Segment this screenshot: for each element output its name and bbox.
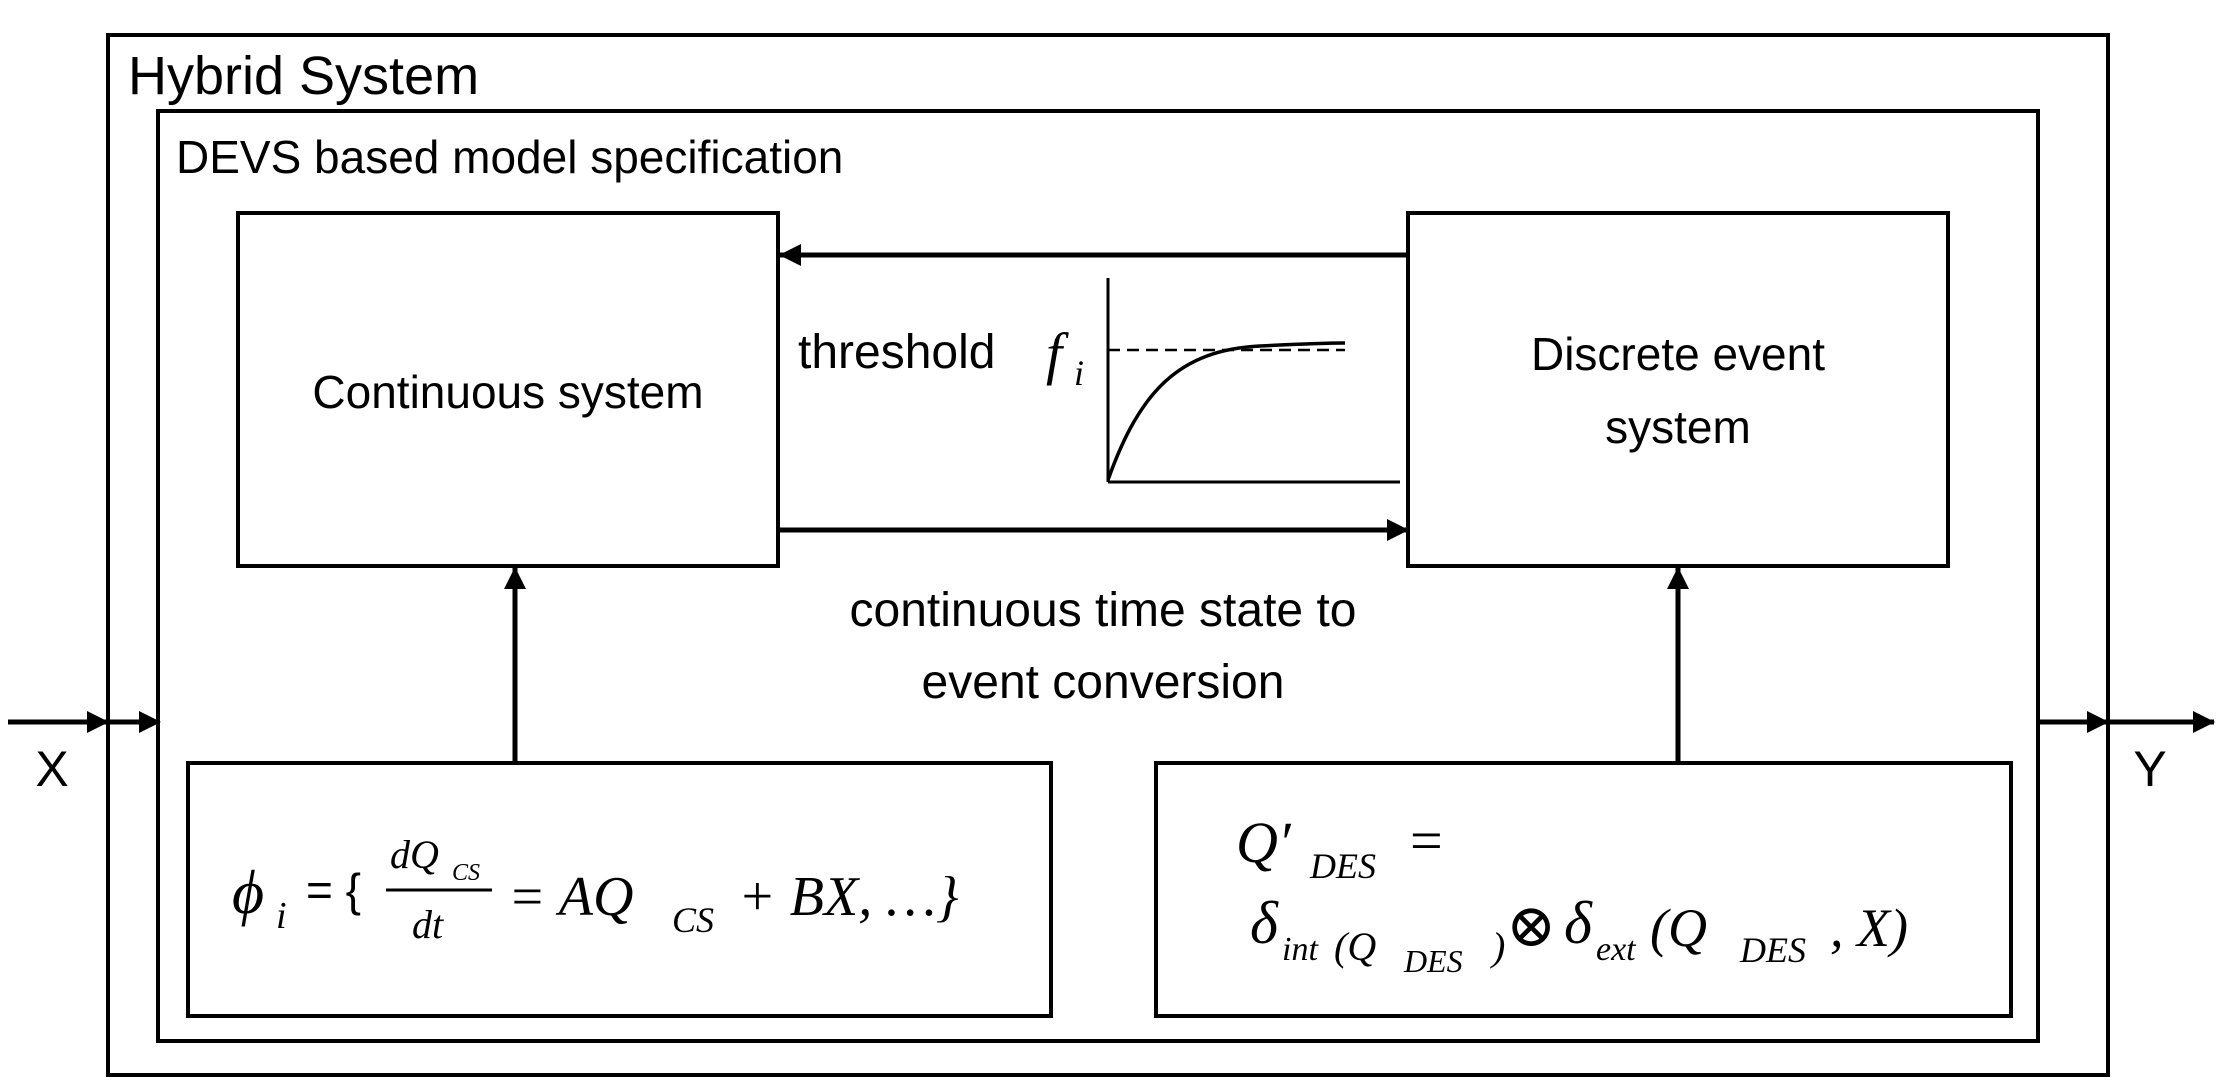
- discrete-equation-box: [1154, 761, 2013, 1018]
- delta-ext-arg-open: (Q: [1650, 898, 1707, 958]
- discrete-event-label-line1: Discrete event: [1531, 328, 1825, 380]
- rhs-term1-sub: CS: [672, 900, 714, 940]
- discrete-event-system-box: [1406, 211, 1950, 568]
- conversion-label-line1: continuous time state to: [850, 584, 1357, 637]
- continuous-system-label: Continuous system: [312, 366, 703, 418]
- input-label: X: [35, 741, 68, 797]
- hybrid-system-box: [106, 33, 2110, 1077]
- discrete-equation: Q′ DES = δ int (Q DES ) ⊗ δ ext (Q DES ,…: [1236, 808, 1908, 979]
- continuous-equation: ϕ i = { dQ CS dt = AQ CS + BX, …}: [232, 832, 958, 947]
- delta-int-sub: int: [1282, 931, 1319, 968]
- delta-ext: δ: [1564, 890, 1593, 956]
- frac-numerator: dQ: [390, 832, 439, 877]
- devs-spec-title: DEVS based model specification: [176, 131, 843, 183]
- delta-ext-arg-sub: DES: [1739, 930, 1806, 970]
- rhs-term2: + BX, …}: [738, 866, 958, 928]
- delta-int-arg-sub: DES: [1403, 943, 1463, 979]
- devs-spec-box: [156, 109, 2040, 1043]
- rhs-term1: = AQ: [508, 866, 633, 928]
- otimes-operator: ⊗: [1506, 893, 1556, 959]
- discrete-event-label-line2: system: [1605, 401, 1751, 453]
- q-prime-equals: =: [1410, 808, 1443, 873]
- conversion-label-line2: event conversion: [922, 656, 1285, 709]
- hybrid-system-title: Hybrid System: [128, 46, 479, 106]
- saturation-curve: [1106, 341, 1346, 481]
- delta-ext-sub: ext: [1596, 931, 1637, 968]
- frac-denominator: dt: [412, 902, 444, 947]
- delta-int-arg-open: (Q: [1334, 924, 1376, 969]
- q-prime: Q′: [1236, 810, 1292, 875]
- threshold-label: threshold: [798, 326, 995, 379]
- continuous-system-box: [236, 211, 780, 568]
- delta-int: δ: [1250, 890, 1279, 956]
- delta-ext-arg-close: , X): [1830, 898, 1908, 958]
- frac-numerator-sub: CS: [452, 860, 480, 886]
- phi-symbol: ϕ: [232, 859, 264, 927]
- threshold-subscript: i: [1074, 353, 1084, 393]
- output-label: Y: [2133, 741, 2166, 797]
- q-prime-sub: DES: [1309, 846, 1376, 886]
- delta-int-arg-close: ): [1490, 924, 1505, 969]
- equals-brace: = {: [306, 864, 361, 916]
- threshold-curve-plot: [1106, 278, 1400, 484]
- continuous-equation-box: [186, 761, 1053, 1018]
- threshold-symbol: f: [1046, 321, 1069, 386]
- phi-subscript: i: [276, 895, 287, 937]
